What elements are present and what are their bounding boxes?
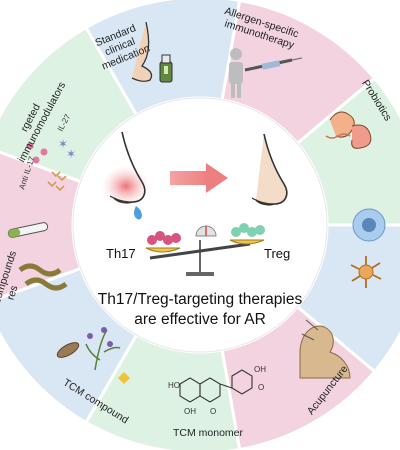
center-title-line1: Th17/Treg-targeting therapies	[98, 291, 303, 308]
svg-text:OH: OH	[184, 407, 196, 416]
nose-spray-icon	[131, 21, 173, 83]
immune-cells-icon	[350, 208, 386, 288]
th17-label: Th17	[106, 246, 136, 261]
svg-text:O: O	[258, 383, 264, 392]
herbs-icon	[56, 327, 130, 384]
injection-person-icon	[229, 48, 303, 98]
treg-label: Treg	[264, 246, 290, 261]
natural-compound-icon	[7, 222, 68, 291]
balance-scale-icon	[145, 223, 265, 276]
svg-text:HO: HO	[168, 381, 180, 390]
intestine-icon	[325, 111, 372, 149]
improvement-arrow-icon	[170, 163, 228, 193]
center-title-line2: are effective for AR	[134, 311, 266, 328]
acupuncture-bust-icon	[299, 319, 351, 379]
label-tcm-monomer: TCM monomer	[173, 427, 244, 439]
chemical-structure-icon: HO OH O OH O	[168, 365, 266, 416]
antibody-icon: ✶ ✶	[26, 137, 76, 192]
svg-text:✶: ✶	[58, 137, 68, 151]
inflamed-nose-icon	[102, 131, 150, 220]
svg-text:✶: ✶	[66, 147, 76, 161]
svg-text:OH: OH	[254, 365, 266, 374]
healthy-nose-icon	[251, 133, 288, 206]
svg-text:O: O	[210, 407, 216, 416]
